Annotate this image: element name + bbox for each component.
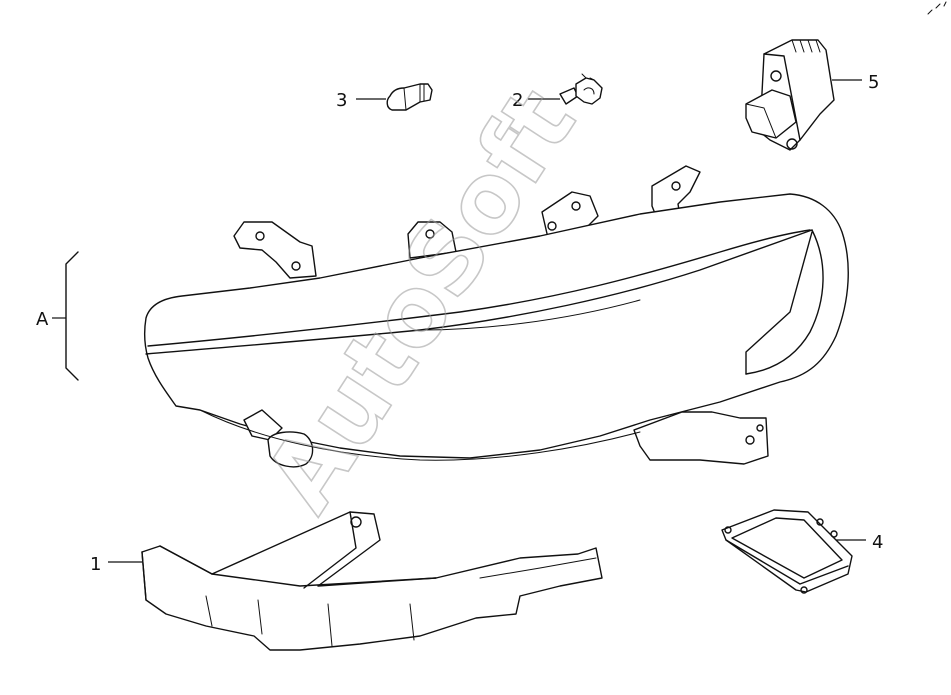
headlamp-assembly[interactable] <box>143 165 849 468</box>
callout-1: 1 <box>90 554 101 575</box>
part-2-bulb[interactable] <box>559 73 603 105</box>
callout-a: A <box>36 309 49 330</box>
callout-2: 2 <box>512 90 523 111</box>
part-1-trim-cover[interactable] <box>141 511 603 651</box>
assembly-a-bracket <box>52 251 79 381</box>
callout-4: 4 <box>872 532 883 553</box>
corner-mark <box>927 1 947 15</box>
part-5-module[interactable] <box>745 39 835 151</box>
callout-5: 5 <box>868 72 879 93</box>
part-3-bulb[interactable] <box>386 83 433 111</box>
callout-3: 3 <box>336 90 347 111</box>
part-4-control-unit[interactable] <box>721 509 853 594</box>
